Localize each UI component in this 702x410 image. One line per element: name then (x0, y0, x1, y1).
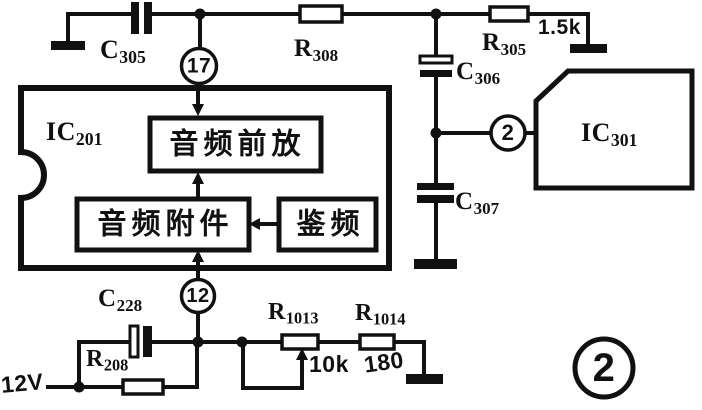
ground-symbol-top-right (570, 44, 607, 53)
label-r208: R208 (86, 346, 129, 375)
label-c305: C305 (100, 35, 146, 67)
ground-symbol-r1014 (406, 374, 443, 384)
arrowhead-pin12-to-aux (192, 250, 204, 262)
block-audio-aux-label: 音频附件 (97, 208, 234, 241)
capacitor-c305-plate-right (144, 2, 152, 34)
potentiometer-r1013 (280, 333, 320, 351)
ic201-outline (18, 85, 392, 271)
arrowhead-aux-to-preamp (192, 172, 204, 184)
capacitor-c228-plate-right (143, 326, 152, 357)
junction-pin12 (192, 336, 204, 348)
ground-symbol-c307 (414, 259, 457, 269)
junction-pot (236, 336, 248, 348)
ic301-outline (533, 68, 695, 191)
capacitor-c228-plate-left (128, 324, 140, 359)
label-r308: R308 (294, 35, 339, 65)
label-r1013: R1013 (268, 299, 319, 328)
figure-number-circle (572, 336, 636, 400)
label-c228: C228 (98, 285, 143, 315)
pin-17-number: 17 (186, 54, 212, 78)
pin-2-number: 2 (501, 120, 515, 145)
resistor-r305 (488, 5, 530, 23)
junction-pin2 (430, 127, 442, 139)
resistor-r1014 (358, 333, 396, 351)
label-r1013-value: 10k (309, 351, 349, 377)
arrowhead-discr-to-aux (249, 218, 260, 230)
block-discriminator-box (276, 196, 379, 253)
label-c307: C307 (455, 188, 500, 218)
pin-12-number: 12 (186, 285, 210, 307)
resistor-r208 (121, 378, 165, 396)
label-c306: C306 (456, 58, 501, 88)
block-audio-aux-box (74, 196, 252, 253)
pin-circle-12 (179, 277, 217, 315)
label-12v: 12V (0, 368, 45, 398)
block-discriminator-label: 鉴频 (296, 208, 365, 241)
label-r305-value: 1.5k (538, 16, 581, 39)
junction-top-right (430, 8, 442, 20)
arrowhead-wiper (296, 348, 308, 360)
resistor-r308 (298, 4, 344, 24)
label-r305: R305 (482, 29, 527, 59)
block-audio-preamp-box (147, 115, 324, 174)
label-r1014-value: 180 (362, 346, 406, 378)
label-ic201: IC201 (46, 117, 103, 149)
figure-number: 2 (592, 346, 616, 390)
capacitor-c306-plate-bottom (420, 70, 452, 77)
pin-circle-2 (489, 114, 527, 152)
capacitor-c307-plate-top (417, 183, 454, 190)
pin-circle-17 (179, 46, 219, 86)
junction-12v (73, 381, 85, 393)
label-ic301: IC301 (581, 118, 638, 150)
junction-pin17 (194, 8, 206, 20)
capacitor-c306-plate-top (418, 54, 454, 65)
label-r1014: R1014 (355, 300, 406, 329)
capacitor-c305-plate-left (131, 2, 139, 34)
block-audio-preamp-label: 音频前放 (169, 128, 306, 161)
capacitor-c307-plate-bottom (417, 195, 454, 203)
arrowhead-into-preamp (192, 104, 204, 116)
ground-symbol-top-left (51, 41, 85, 50)
